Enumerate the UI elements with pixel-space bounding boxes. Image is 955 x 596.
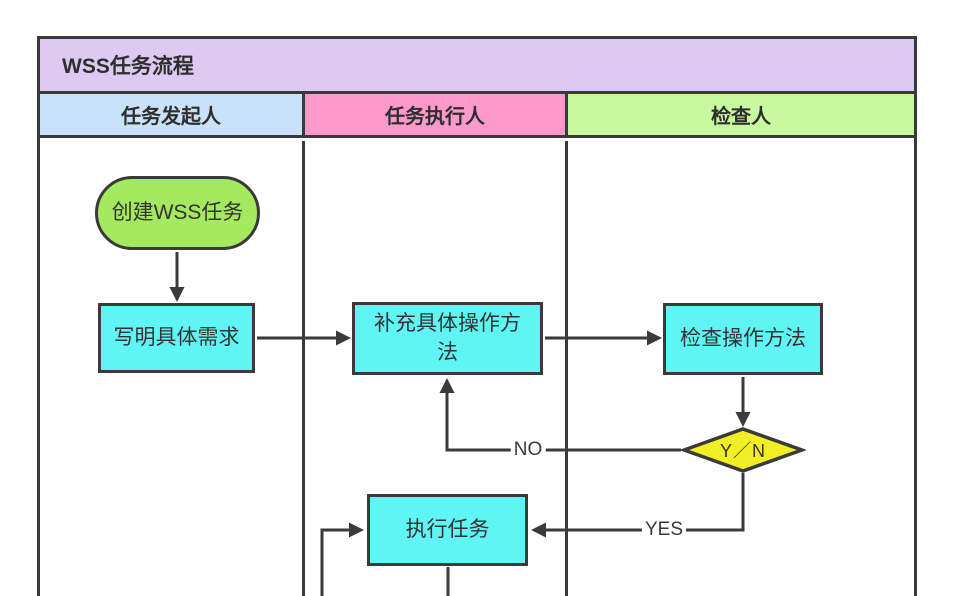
decision-diamond-shape bbox=[680, 427, 806, 473]
node-create-task: 创建WSS任务 bbox=[95, 176, 260, 250]
lane-divider-1 bbox=[302, 141, 305, 596]
edge-label-yes: YES bbox=[641, 519, 687, 541]
decision-label: Y／N bbox=[719, 441, 766, 461]
lane-header-initiator: 任务发起人 bbox=[40, 94, 305, 138]
connector-decision-no bbox=[439, 378, 681, 452]
connector-loop-to-execute bbox=[320, 522, 364, 596]
diagram-title: WSS任务流程 bbox=[62, 55, 194, 78]
node-add-method: 补充具体操作方法 bbox=[352, 302, 543, 375]
node-decision: Y／N bbox=[680, 427, 806, 473]
edge-label-no: NO bbox=[510, 439, 546, 461]
lane-header-row: 任务发起人 任务执行人 检查人 bbox=[40, 94, 914, 138]
node-check-method: 检查操作方法 bbox=[663, 303, 823, 375]
node-write-requirements: 写明具体需求 bbox=[98, 303, 255, 373]
lane-divider-2 bbox=[565, 141, 568, 596]
connector-decision-yes bbox=[531, 473, 745, 538]
swimlane-frame: WSS任务流程 任务发起人 任务执行人 检查人 bbox=[37, 36, 917, 596]
diagram-title-bar: WSS任务流程 bbox=[40, 39, 914, 94]
lane-header-executor: 任务执行人 bbox=[305, 94, 568, 138]
node-execute-task: 执行任务 bbox=[367, 494, 528, 566]
lane-header-checker: 检查人 bbox=[568, 94, 914, 138]
